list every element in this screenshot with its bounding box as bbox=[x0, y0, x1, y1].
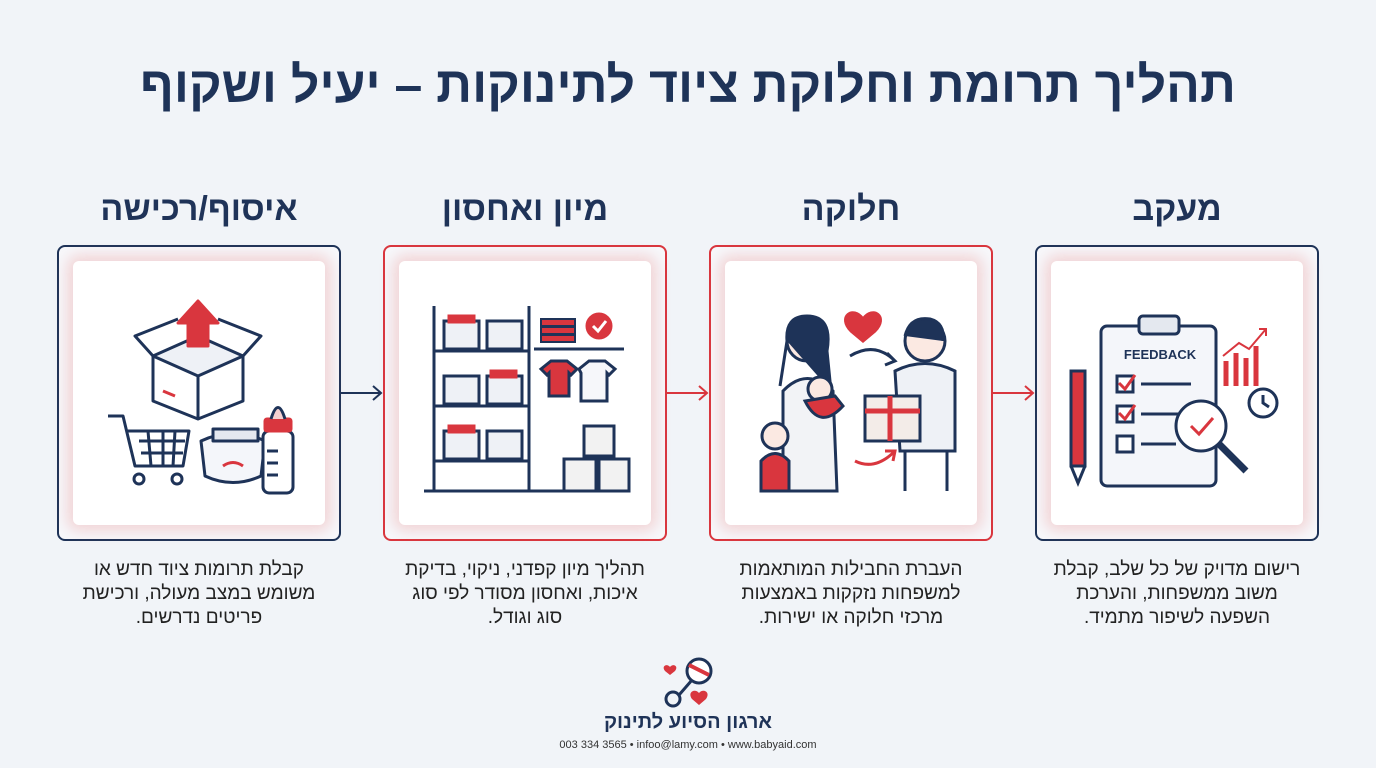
step-heading: איסוף/רכישה bbox=[100, 190, 298, 228]
arrow-right-icon bbox=[667, 385, 709, 401]
desc-line: איכות, ואחסון מסודר לפי סוג bbox=[412, 583, 638, 604]
step-description: תהליך מיון קפדני, ניקוי, בדיקת איכות, וא… bbox=[383, 558, 667, 630]
desc-line: מרכזי חלוקה או ישירות. bbox=[758, 607, 944, 628]
arrow-right-icon bbox=[341, 385, 383, 401]
contact-info: 003 334 3565 • infoo@lamy.com • www.baby… bbox=[559, 739, 817, 751]
desc-line: סוג וגודל. bbox=[487, 607, 563, 628]
step-heading: מעקב bbox=[1132, 190, 1222, 228]
family-handover-icon bbox=[759, 311, 957, 493]
desc-line: קבלת תרומות ציוד חדש או bbox=[94, 559, 304, 580]
feedback-label: FEEDBACK bbox=[1123, 347, 1197, 362]
desc-line: השפעה לשיפור מתמיד. bbox=[1083, 607, 1271, 628]
step-description: רישום מדויק של כל שלב, קבלת משוב ממשפחות… bbox=[1035, 558, 1319, 630]
arrow-right-icon bbox=[993, 385, 1035, 401]
desc-line: למשפחות נזקקות באמצעות bbox=[741, 583, 961, 604]
desc-line: פריטים נדרשים. bbox=[135, 607, 263, 628]
step-card bbox=[383, 245, 667, 541]
desc-line: משוב ממשפחות, והערכת bbox=[1076, 583, 1278, 604]
step-card bbox=[709, 245, 993, 541]
desc-line: תהליך מיון קפדני, ניקוי, בדיקת bbox=[405, 559, 645, 580]
step-heading: חלוקה bbox=[801, 190, 901, 228]
rattle-logo-icon bbox=[663, 657, 713, 708]
desc-line: רישום מדויק של כל שלב, קבלת bbox=[1053, 559, 1301, 580]
desc-line: משומש במצב מעולה, ורכישת bbox=[82, 583, 316, 604]
desc-line: העברת החבילות המותאמות bbox=[739, 559, 963, 580]
feedback-clipboard-icon bbox=[1069, 314, 1279, 488]
step-card bbox=[57, 245, 341, 541]
org-name: ארגון הסיוע לתינוק bbox=[603, 711, 772, 733]
storage-shelves-icon bbox=[424, 306, 631, 493]
step-card: FEEDBACK bbox=[1035, 245, 1319, 541]
step-heading: מיון ואחסון bbox=[441, 190, 609, 228]
page-title: תהליך תרומת וחלוקת ציוד לתינוקות – יעיל … bbox=[140, 57, 1236, 113]
step-description: קבלת תרומות ציוד חדש או משומש במצב מעולה… bbox=[57, 558, 341, 630]
donation-box-cart-diaper-bottle-icon bbox=[108, 299, 295, 495]
step-description: העברת החבילות המותאמות למשפחות נזקקות בא… bbox=[709, 558, 993, 630]
